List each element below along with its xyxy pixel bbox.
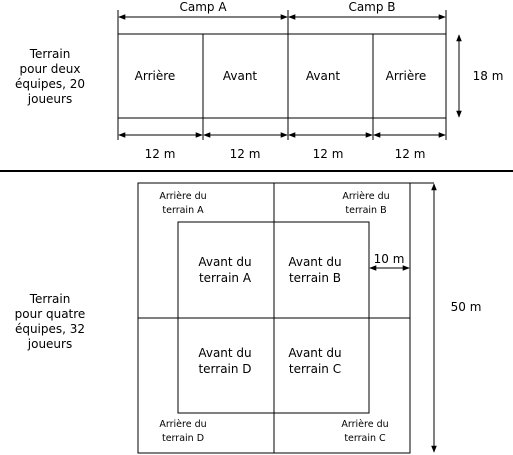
back-c-line-2: terrain C <box>344 433 386 444</box>
back-b-line-2: terrain B <box>345 205 386 216</box>
camp-b-label: Camp B <box>348 0 395 14</box>
back-d-line-2: terrain D <box>162 433 204 444</box>
offset-label: 10 m <box>374 252 405 266</box>
width-label-1: 12 m <box>145 147 176 161</box>
top-side-label-line-1: Terrain <box>29 47 71 61</box>
back-b-line-1: Arrière du <box>342 191 389 202</box>
front-b-line-2: terrain B <box>289 271 341 285</box>
front-a-line-1: Avant du <box>198 255 251 269</box>
width-label-4: 12 m <box>395 147 426 161</box>
top-side-label-line-2: pour deux <box>19 62 80 76</box>
zone-label-avant-b: Avant <box>306 69 341 83</box>
top-side-label-line-3: équipes, 20 <box>15 77 85 91</box>
back-d-line-1: Arrière du <box>159 419 206 430</box>
top-field-side-label: Terrain pour deux équipes, 20 joueurs <box>15 47 85 106</box>
top-height-label: 18 m <box>473 69 504 83</box>
front-b-line-1: Avant du <box>288 255 341 269</box>
width-label-3: 12 m <box>313 147 344 161</box>
back-a-line-1: Arrière du <box>159 191 206 202</box>
bottom-side-label-line-4: joueurs <box>27 337 72 351</box>
front-c-line-1: Avant du <box>288 346 341 360</box>
top-side-label-line-4: joueurs <box>27 92 72 106</box>
back-c-line-1: Arrière du <box>341 419 388 430</box>
width-label-2: 12 m <box>230 147 261 161</box>
zone-label-arriere-b: Arrière <box>386 69 427 83</box>
zone-label-avant-a: Avant <box>223 69 258 83</box>
front-c-line-2: terrain C <box>289 362 341 376</box>
camp-a-label: Camp A <box>179 0 227 14</box>
bottom-side-label-line-2: pour quatre <box>15 307 86 321</box>
back-a-line-2: terrain A <box>162 205 204 216</box>
bottom-height-label: 50 m <box>451 300 482 314</box>
bottom-side-label-line-3: équipes, 32 <box>15 322 85 336</box>
front-a-line-2: terrain A <box>199 271 252 285</box>
front-d-line-2: terrain D <box>198 362 251 376</box>
front-d-line-1: Avant du <box>198 346 251 360</box>
bottom-field-side-label: Terrain pour quatre équipes, 32 joueurs <box>15 292 86 351</box>
bottom-side-label-line-1: Terrain <box>29 292 71 306</box>
top-field-outline <box>117 33 447 119</box>
zone-label-arriere-a: Arrière <box>135 69 176 83</box>
